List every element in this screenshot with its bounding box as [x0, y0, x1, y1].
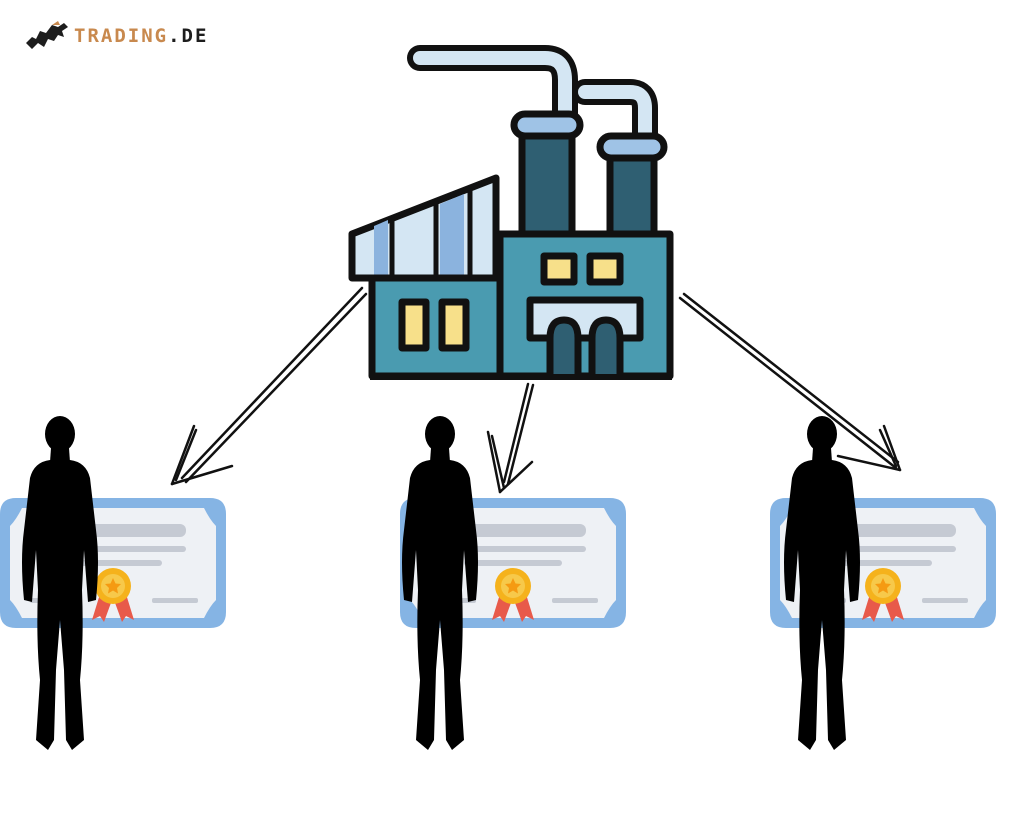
logo-text: TRADING.DE — [74, 25, 208, 47]
person-right — [784, 416, 860, 750]
person-silhouette-icon — [402, 416, 478, 750]
logo-suffix: .DE — [168, 25, 209, 47]
brand-logo: TRADING.DE — [24, 16, 208, 56]
factory-icon — [348, 45, 674, 380]
bull-icon — [26, 21, 68, 49]
person-silhouette-icon — [784, 416, 860, 750]
person-center — [402, 416, 478, 750]
person-left — [22, 416, 98, 750]
arrow-icon — [678, 292, 902, 472]
arrows — [170, 286, 902, 494]
person-silhouette-icon — [22, 416, 98, 750]
logo-brand: TRADING — [74, 25, 169, 47]
arrow-icon — [486, 382, 535, 494]
arrow-icon — [170, 286, 368, 486]
